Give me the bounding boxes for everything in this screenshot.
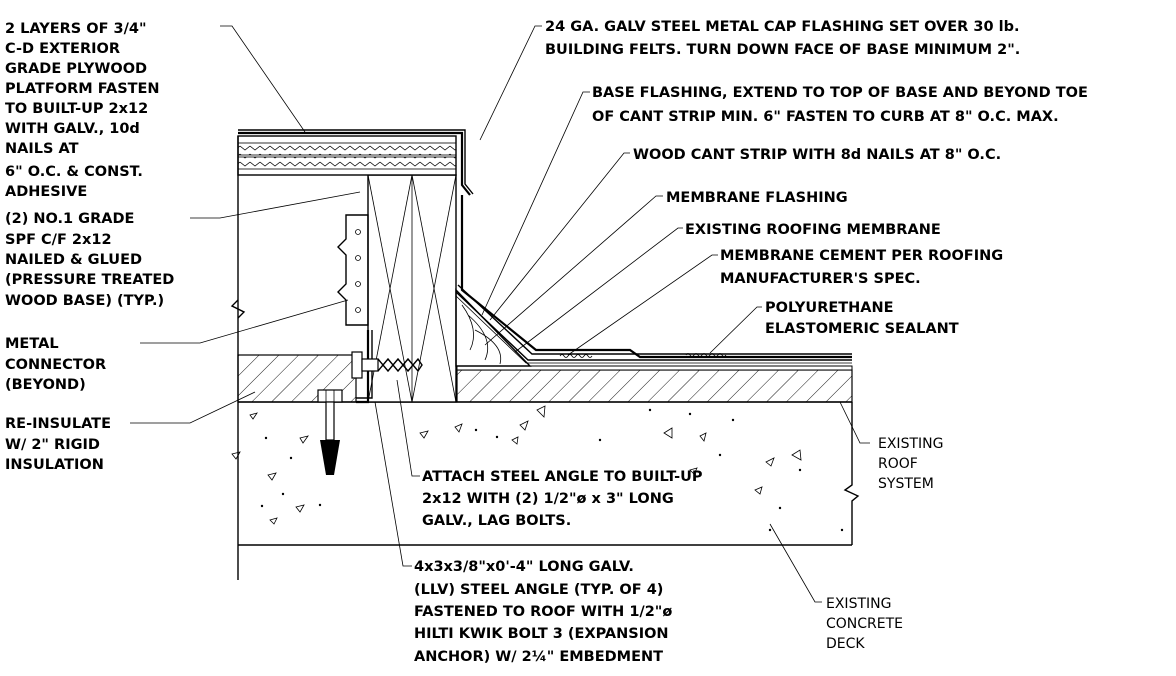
svg-text:INSULATION: INSULATION (5, 457, 104, 473)
svg-text:2 LAYERS OF 3/4": 2 LAYERS OF 3/4" (5, 21, 147, 37)
label-existing-concrete-deck: EXISTING CONCRETE DECK (826, 596, 903, 652)
svg-text:(PRESSURE TREATED: (PRESSURE TREATED (5, 272, 174, 288)
svg-text:WITH GALV., 10d: WITH GALV., 10d (5, 121, 140, 137)
svg-text:SYSTEM: SYSTEM (878, 476, 934, 492)
label-spf-wood-base: (2) NO.1 GRADE SPF C/F 2x12 NAILED & GLU… (5, 211, 174, 309)
svg-text:FASTENED TO ROOF WITH 1/2"ø: FASTENED TO ROOF WITH 1/2"ø (414, 604, 672, 620)
base-flashing (455, 195, 852, 364)
svg-text:(2) NO.1 GRADE: (2) NO.1 GRADE (5, 211, 134, 227)
label-steel-angle: 4x3x3/8"x0'-4" LONG GALV. (LLV) STEEL AN… (414, 559, 672, 665)
svg-text:ROOF: ROOF (878, 456, 918, 472)
svg-text:BASE FLASHING, EXTEND TO TOP O: BASE FLASHING, EXTEND TO TOP OF BASE AND… (592, 85, 1088, 101)
svg-text:MANUFACTURER'S SPEC.: MANUFACTURER'S SPEC. (720, 271, 921, 287)
wood-cant-strip (455, 288, 532, 367)
svg-text:(BEYOND): (BEYOND) (5, 377, 86, 393)
svg-text:W/ 2" RIGID: W/ 2" RIGID (5, 437, 100, 453)
label-membrane-flashing: MEMBRANE FLASHING (666, 190, 848, 206)
expansion-anchor (317, 389, 343, 475)
svg-text:ATTACH STEEL ANGLE TO BUILT-UP: ATTACH STEEL ANGLE TO BUILT-UP (422, 469, 703, 485)
svg-text:OF CANT STRIP MIN. 6" FASTEN T: OF CANT STRIP MIN. 6" FASTEN TO CURB AT … (592, 109, 1059, 125)
label-existing-roof-system: EXISTING ROOF SYSTEM (878, 436, 943, 492)
svg-text:CONNECTOR: CONNECTOR (5, 357, 106, 373)
svg-text:6" O.C. & CONST.: 6" O.C. & CONST. (5, 164, 143, 180)
svg-text:NAILS AT: NAILS AT (5, 141, 79, 157)
svg-text:24 GA. GALV STEEL METAL CAP FL: 24 GA. GALV STEEL METAL CAP FLASHING SET… (545, 19, 1019, 35)
svg-text:ELASTOMERIC SEALANT: ELASTOMERIC SEALANT (765, 321, 959, 337)
svg-text:TO BUILT-UP 2x12: TO BUILT-UP 2x12 (5, 101, 148, 117)
plywood-platform (237, 135, 457, 355)
svg-text:DECK: DECK (826, 636, 865, 652)
steel-angle (356, 330, 373, 404)
svg-text:ANCHOR) W/ 2¼" EMBEDMENT: ANCHOR) W/ 2¼" EMBEDMENT (414, 649, 663, 665)
sealant-bead (685, 353, 727, 357)
lag-bolt (351, 351, 423, 379)
label-membrane-cement: MEMBRANE CEMENT PER ROOFING MANUFACTURER… (720, 248, 1003, 287)
label-plywood: 2 LAYERS OF 3/4" C-D EXTERIOR GRADE PLYW… (5, 21, 160, 200)
svg-text:NAILED & GLUED: NAILED & GLUED (5, 252, 142, 268)
svg-text:WOOD BASE) (TYP.): WOOD BASE) (TYP.) (5, 293, 164, 309)
label-base-flashing: BASE FLASHING, EXTEND TO TOP OF BASE AND… (592, 85, 1088, 125)
metal-connector (337, 214, 369, 326)
svg-text:MEMBRANE CEMENT PER ROOFING: MEMBRANE CEMENT PER ROOFING (720, 248, 1003, 264)
svg-text:RE-INSULATE: RE-INSULATE (5, 416, 111, 432)
svg-text:CONCRETE: CONCRETE (826, 616, 903, 632)
svg-text:GRADE PLYWOOD: GRADE PLYWOOD (5, 61, 147, 77)
svg-text:(LLV) STEEL ANGLE (TYP. OF 4): (LLV) STEEL ANGLE (TYP. OF 4) (414, 582, 663, 598)
svg-text:HILTI KWIK BOLT 3 (EXPANSION: HILTI KWIK BOLT 3 (EXPANSION (414, 626, 669, 642)
label-attach-angle: ATTACH STEEL ANGLE TO BUILT-UP 2x12 WITH… (422, 469, 703, 529)
svg-text:C-D EXTERIOR: C-D EXTERIOR (5, 41, 120, 57)
svg-text:2x12 WITH (2) 1/2"ø x 3" LONG: 2x12 WITH (2) 1/2"ø x 3" LONG (422, 491, 674, 507)
label-sealant: POLYURETHANE ELASTOMERIC SEALANT (765, 300, 959, 337)
leader-lines (130, 25, 870, 603)
svg-text:METAL: METAL (5, 336, 59, 352)
svg-text:EXISTING: EXISTING (826, 596, 891, 612)
break-line-left (230, 299, 246, 319)
label-cap-flashing: 24 GA. GALV STEEL METAL CAP FLASHING SET… (545, 19, 1020, 58)
svg-text:EXISTING: EXISTING (878, 436, 943, 452)
membrane-cement-bead (559, 354, 593, 358)
cap-flashing (238, 129, 474, 196)
svg-text:BUILDING FELTS. TURN DOWN FACE: BUILDING FELTS. TURN DOWN FACE OF BASE M… (545, 42, 1020, 58)
label-existing-membrane: EXISTING ROOFING MEMBRANE (685, 222, 941, 238)
svg-text:POLYURETHANE: POLYURETHANE (765, 300, 894, 316)
svg-text:GALV., LAG BOLTS.: GALV., LAG BOLTS. (422, 513, 571, 529)
label-cant-strip: WOOD CANT STRIP WITH 8d NAILS AT 8" O.C. (633, 147, 1001, 163)
svg-text:PLATFORM FASTEN: PLATFORM FASTEN (5, 81, 160, 97)
label-re-insulate: RE-INSULATE W/ 2" RIGID INSULATION (5, 416, 111, 473)
svg-text:SPF C/F 2x12: SPF C/F 2x12 (5, 232, 112, 248)
existing-roof-system (456, 365, 853, 403)
svg-text:4x3x3/8"x0'-4" LONG GALV.: 4x3x3/8"x0'-4" LONG GALV. (414, 559, 634, 575)
svg-text:ADHESIVE: ADHESIVE (5, 184, 87, 200)
label-metal-connector: METAL CONNECTOR (BEYOND) (5, 336, 106, 393)
